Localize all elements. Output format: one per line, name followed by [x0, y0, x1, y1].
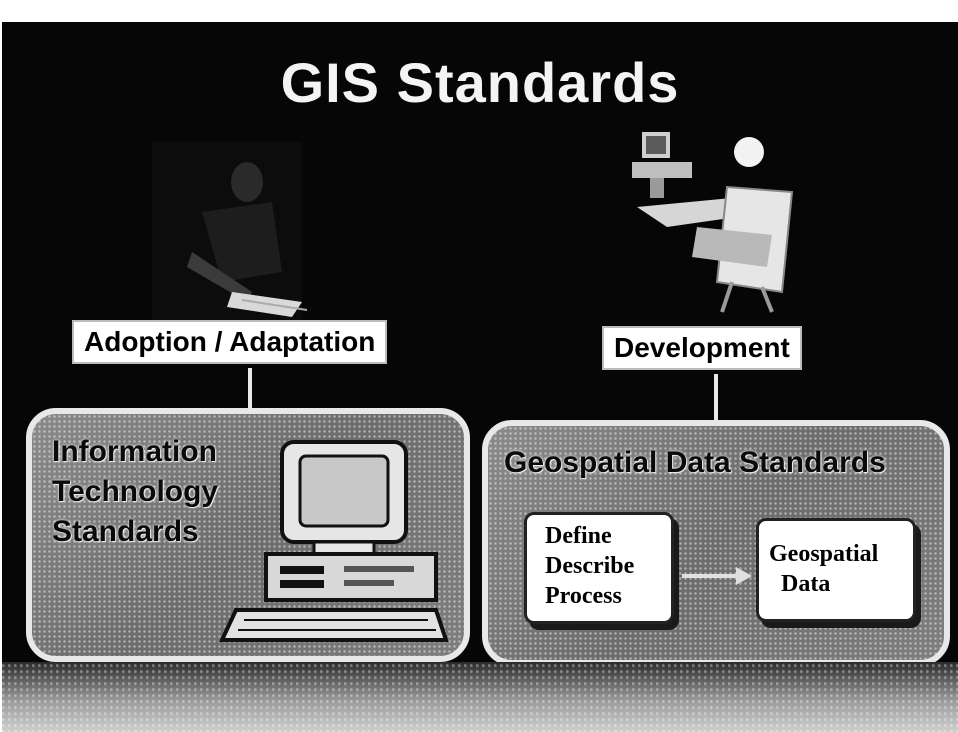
- box2-line-1: Geospatial: [769, 541, 879, 567]
- it-standards-panel: Information Technology Standards: [26, 408, 470, 662]
- it-line-1: Information: [52, 435, 217, 468]
- adoption-label: Adoption / Adaptation: [72, 320, 388, 364]
- geospatial-panel-title: Geospatial Data Standards: [504, 446, 886, 479]
- person-at-computer-icon: [632, 132, 794, 313]
- it-line-2: Technology: [52, 475, 219, 508]
- arrow-right-icon: [682, 574, 738, 578]
- slide-title: GIS Standards: [280, 51, 680, 114]
- box2-line-2: Data: [781, 571, 831, 597]
- desktop-computer-icon: [218, 440, 449, 642]
- bottom-texture: [2, 662, 958, 732]
- geospatial-data-box: Geospatial Data: [756, 518, 916, 622]
- arrow-head: [736, 567, 752, 585]
- slide: GIS Standards Adoption / Adaptation Deve…: [2, 22, 958, 732]
- it-line-3: Standards: [52, 515, 199, 548]
- geospatial-panel: Geospatial Data Standards Define Describ…: [482, 420, 950, 666]
- right-connector: [714, 374, 718, 420]
- box1-line-2: Describe: [545, 553, 635, 579]
- development-label: Development: [602, 326, 802, 370]
- box1-line-3: Process: [545, 583, 622, 609]
- left-connector: [248, 368, 252, 410]
- box1-line-1: Define: [545, 523, 612, 549]
- define-describe-process-box: Define Describe Process: [524, 512, 674, 624]
- person-at-desk-icon: [152, 142, 308, 322]
